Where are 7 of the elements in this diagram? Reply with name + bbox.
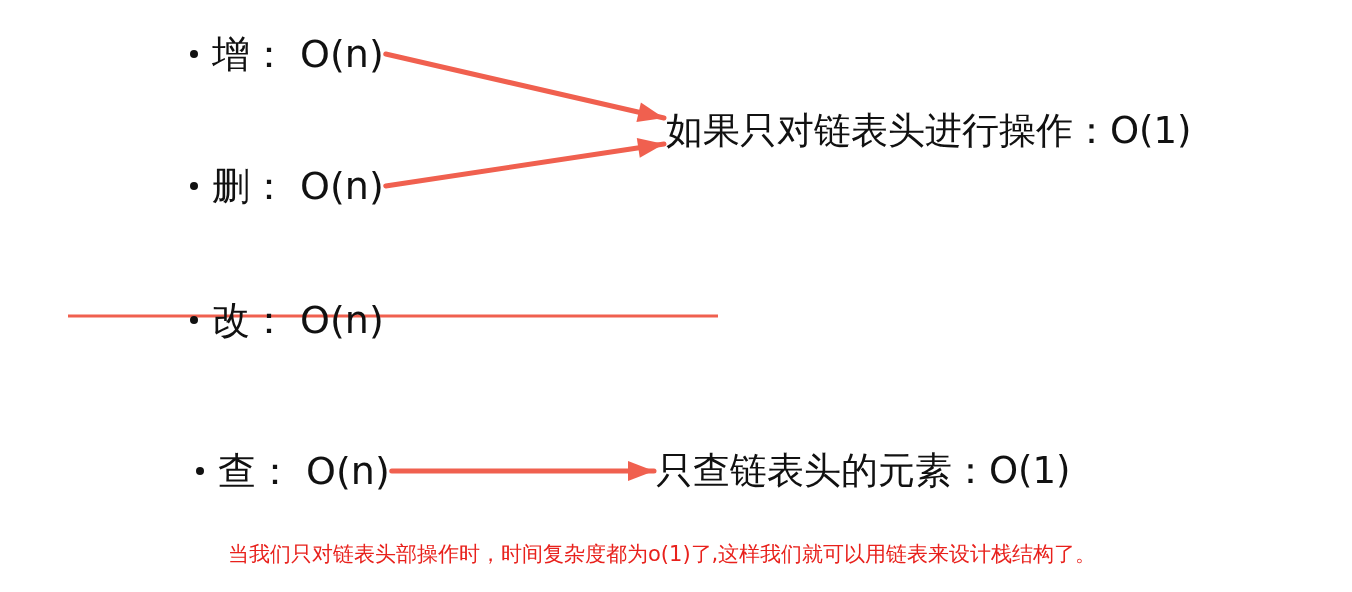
arrow [389, 461, 657, 481]
arrow [383, 138, 667, 189]
item-text: 删： O(n) [212, 162, 384, 210]
item-text: 增： O(n) [212, 30, 384, 78]
item-text: 查： O(n) [218, 447, 390, 495]
arrow [383, 51, 667, 122]
caption: 当我们只对链表头部操作时，时间复杂度都为o(1)了,这样我们就可以用链表来设计栈结构了。 [228, 541, 1097, 568]
